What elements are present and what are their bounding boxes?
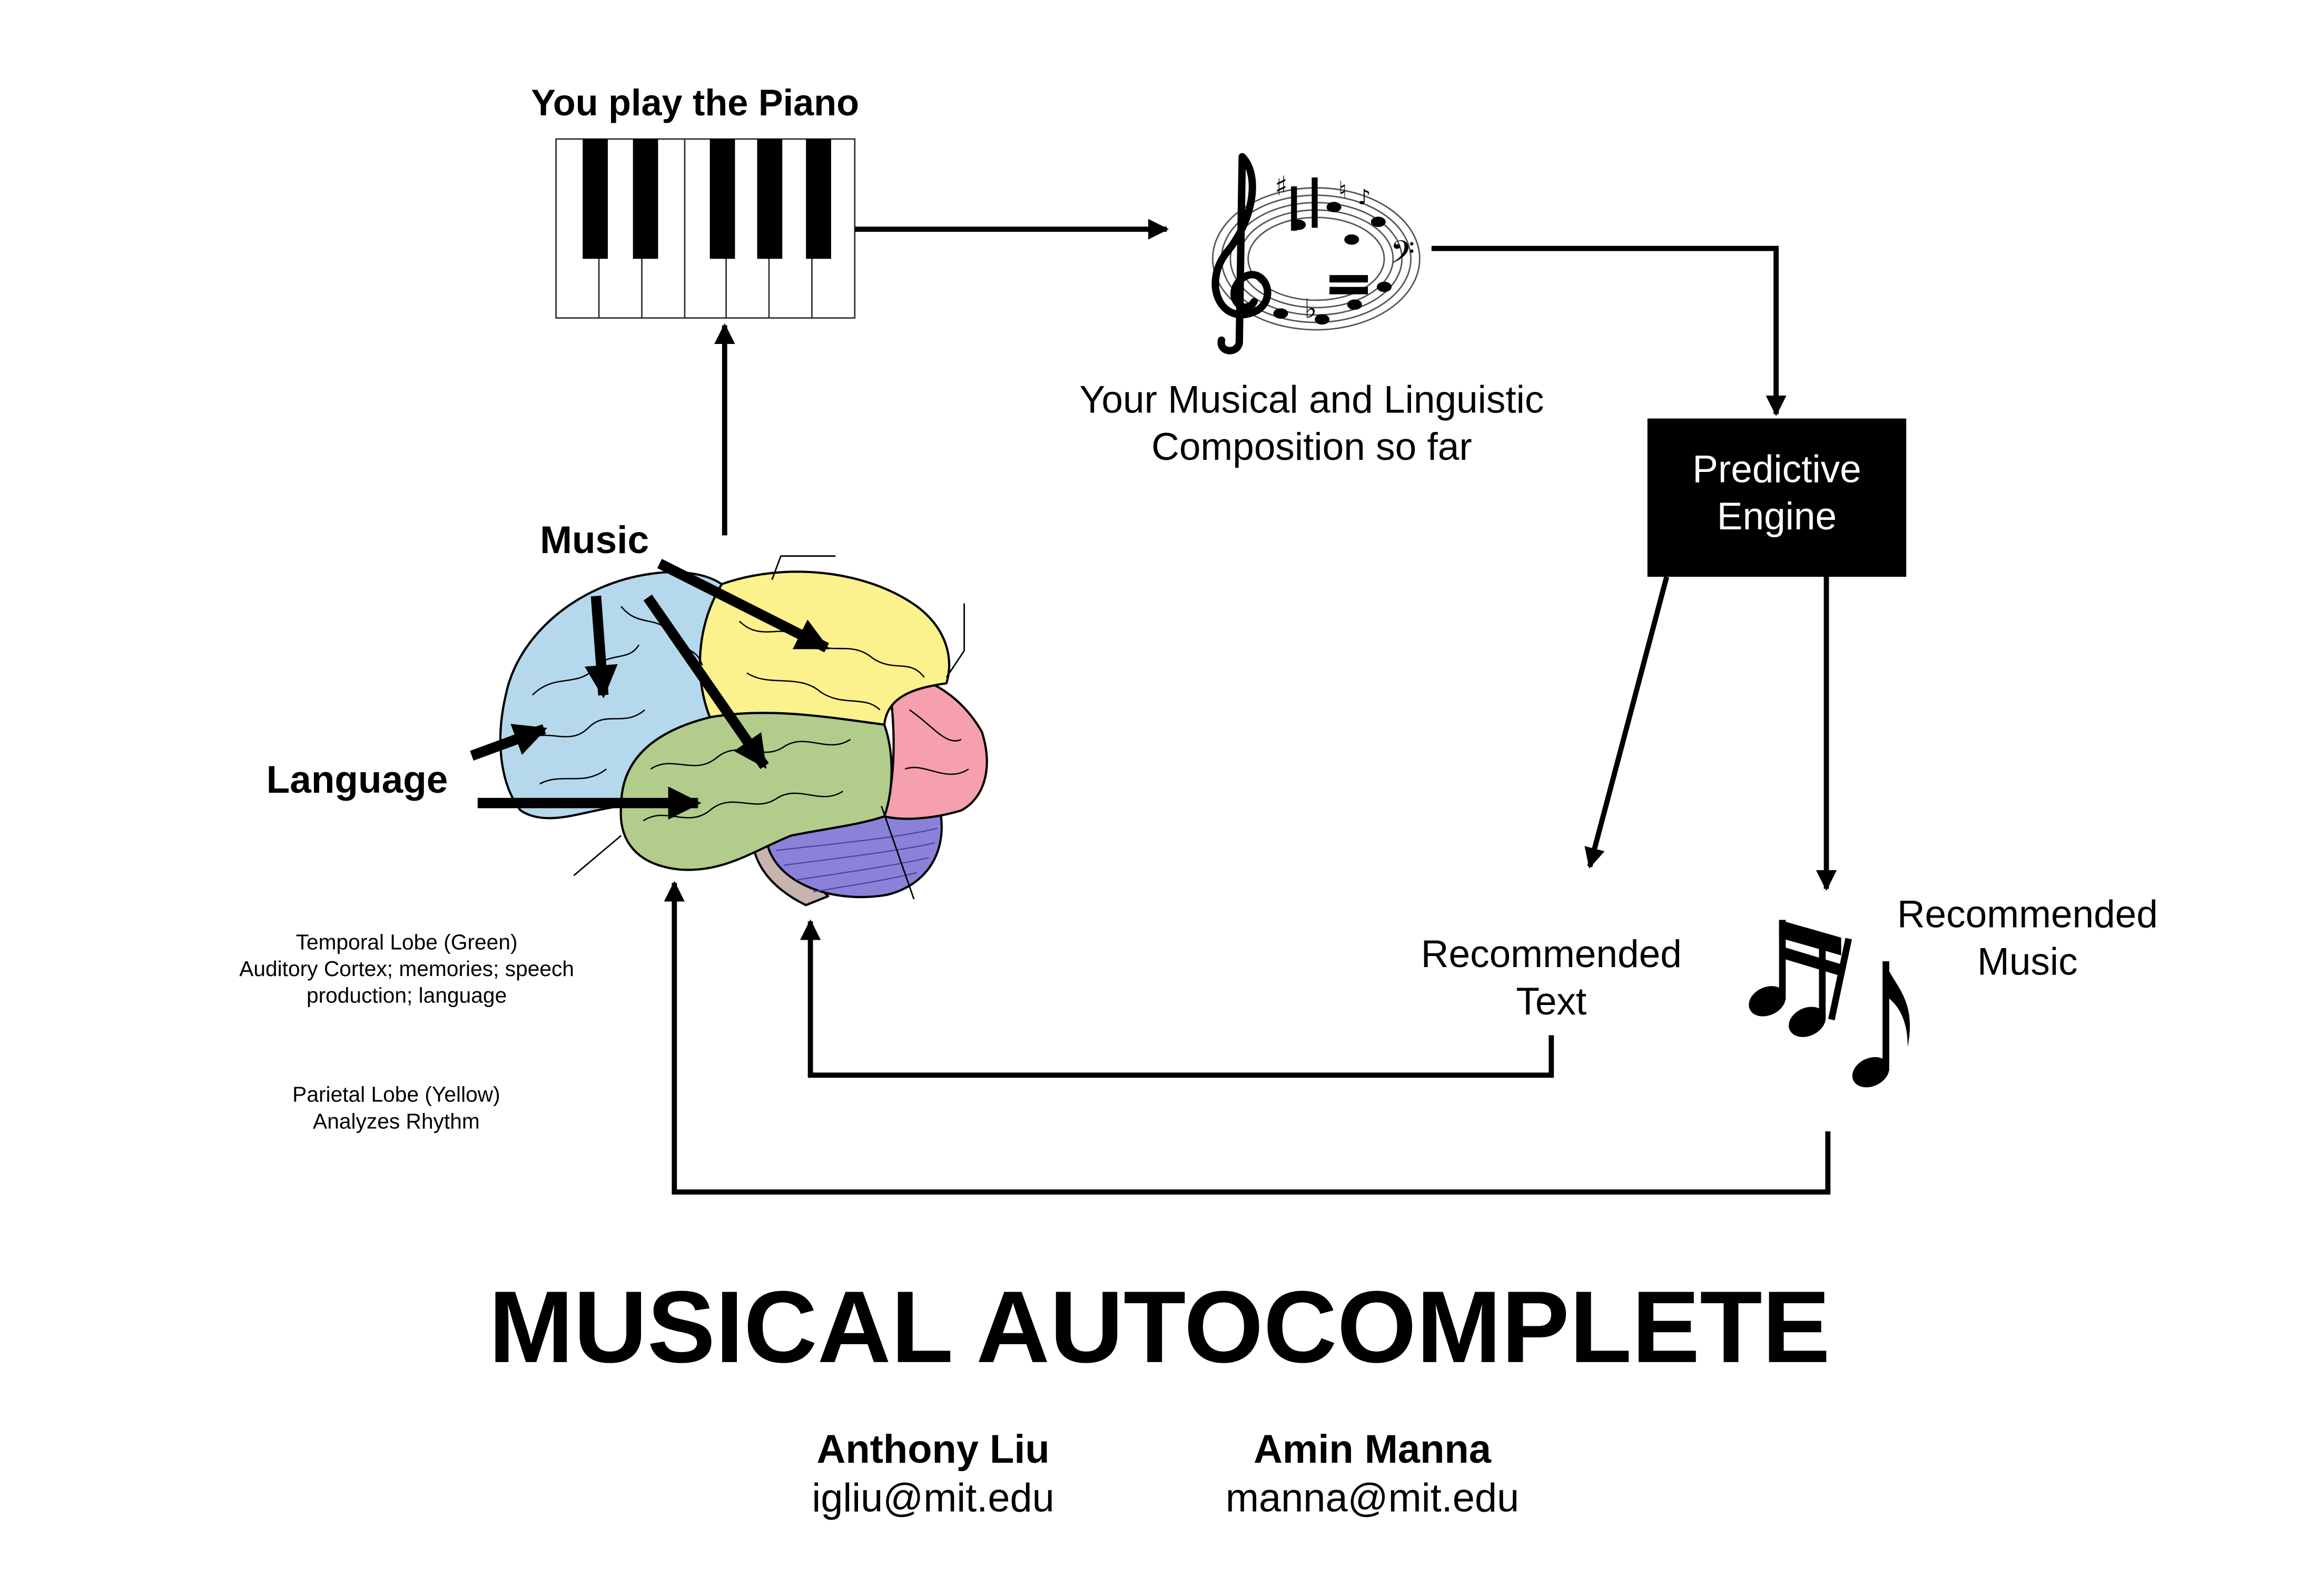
piano-keyboard-icon xyxy=(555,138,856,319)
predictive-engine-label: Predictive Engine xyxy=(1692,446,1861,539)
temporal-lobe-note: Temporal Lobe (Green) Auditory Cortex; m… xyxy=(239,931,575,1009)
author-name: Amin Manna xyxy=(1254,1427,1491,1472)
music-label: Music xyxy=(540,517,649,562)
brain-arrows xyxy=(470,558,830,820)
piano-title: You play the Piano xyxy=(531,83,859,124)
author-name: Anthony Liu xyxy=(816,1427,1050,1472)
svg-text:♯: ♯ xyxy=(1275,171,1287,202)
author-email: manna@mit.edu xyxy=(1225,1476,1520,1521)
recommended-music-label: Recommended Music xyxy=(1897,892,2158,984)
svg-text:♮: ♮ xyxy=(1338,176,1347,204)
svg-text:♪: ♪ xyxy=(1357,185,1371,209)
language-label: Language xyxy=(266,757,448,802)
music-score-icon: ♯ 𝄢 ♭ ♮ ♪ xyxy=(1211,153,1421,354)
svg-text:𝄢: 𝄢 xyxy=(1390,234,1415,279)
parietal-lobe-note: Parietal Lobe (Yellow) Analyzes Rhythm xyxy=(292,1084,500,1135)
page-title: MUSICAL AUTOCOMPLETE xyxy=(488,1270,1830,1385)
predictive-engine-box xyxy=(1647,418,1907,577)
music-notes-icon xyxy=(1749,920,1910,1088)
recommended-text-label: Recommended Text xyxy=(1421,931,1682,1023)
svg-text:♭: ♭ xyxy=(1304,293,1317,324)
author-email: igliu@mit.edu xyxy=(812,1476,1054,1521)
flow-connectors xyxy=(664,219,1837,1195)
composition-caption: Your Musical and Linguistic Composition … xyxy=(1079,377,1544,469)
